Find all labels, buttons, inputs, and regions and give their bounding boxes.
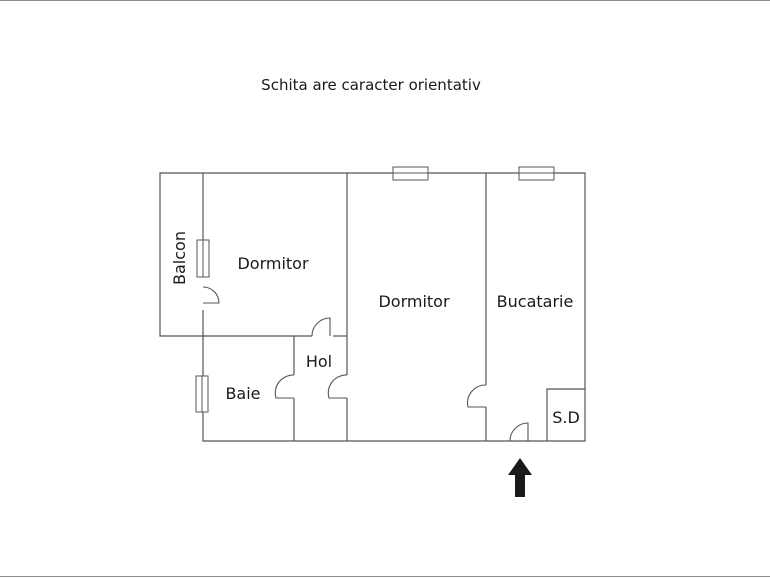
door-bucatarie	[467, 384, 487, 408]
door-dormitor-center	[327, 374, 348, 399]
window-top-center	[392, 166, 429, 181]
room-label-bucatarie: Bucatarie	[497, 292, 574, 311]
room-label-baie: Baie	[225, 384, 260, 403]
room-label-sd: S.D	[552, 408, 580, 427]
room-label-dormitor-center: Dormitor	[378, 292, 450, 311]
bottom-border	[0, 576, 770, 577]
room-label-dormitor-left: Dormitor	[237, 254, 309, 273]
windows	[195, 166, 555, 413]
doors	[202, 286, 529, 442]
sd-closet	[546, 388, 585, 441]
window-baie	[195, 375, 209, 413]
window-top-right	[518, 166, 555, 181]
door-entrance	[509, 422, 529, 442]
window-balcony	[196, 239, 210, 278]
arrow-up-icon	[508, 458, 532, 497]
room-label-hol: Hol	[306, 352, 332, 371]
plan-caption: Schita are caracter orientativ	[261, 76, 481, 94]
door-dormitor-left	[311, 317, 331, 337]
door-balcony	[202, 286, 220, 304]
balcony-outline	[159, 172, 203, 337]
top-border	[0, 0, 770, 1]
room-label-balcon: Balcon	[170, 231, 189, 285]
door-baie	[274, 374, 295, 399]
